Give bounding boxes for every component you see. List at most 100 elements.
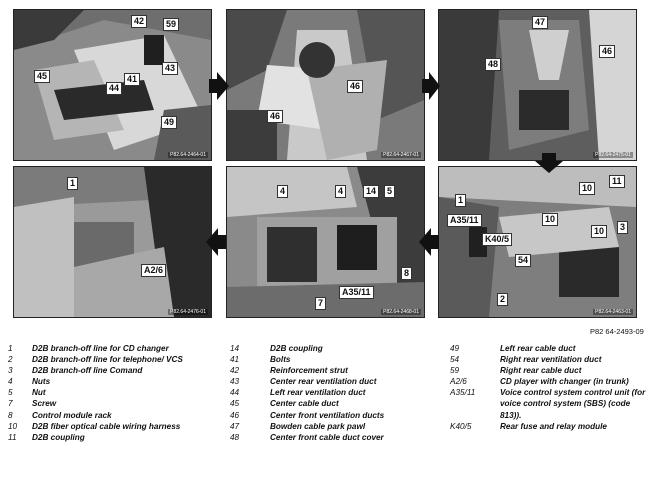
legend-text: Control module rack [32, 410, 112, 420]
callout-43: 43 [162, 62, 179, 75]
legend-key: 54 [450, 355, 460, 365]
callout-K40-5: K40/5 [482, 233, 513, 246]
legend-item: K40/5 Rear fuse and relay module [450, 421, 648, 432]
legend-text: Bolts [270, 355, 291, 365]
callout-3: 3 [617, 221, 629, 234]
callout-11: 11 [609, 175, 625, 188]
photo-trunk-cd-changer: 1 A2/6 P82.64-2476-01 [13, 166, 212, 318]
photo-reference: P82.64-2476-01 [168, 309, 208, 315]
photo-trunk-floor-ducts: 42 59 41 43 45 44 49 P82.64-2464-01 [13, 9, 212, 161]
callout-A35-11: A35/11 [339, 286, 374, 299]
callout-46-upper: 46 [347, 80, 364, 93]
legend-text: Reinforcement strut [270, 366, 348, 376]
callout-42: 42 [131, 15, 148, 28]
legend-key: 46 [230, 410, 240, 420]
legend-key: A2/6 [450, 377, 467, 387]
callout-41: 41 [124, 73, 141, 86]
callout-4-left: 4 [277, 185, 289, 198]
legend-text: D2B branch-off line for telephone/ VCS [32, 355, 183, 365]
callout-2: 2 [497, 293, 509, 306]
legend-key: 48 [230, 432, 240, 442]
legend-item: 49 Left rear cable duct [450, 343, 648, 354]
callout-46-lower: 46 [267, 110, 284, 123]
legend-item: 4 Nuts [8, 376, 208, 387]
legend-text: Nuts [32, 377, 51, 387]
callout-1: 1 [455, 194, 467, 207]
legend-key: 45 [230, 399, 240, 409]
photo-image [14, 167, 211, 317]
legend-text: Right rear ventilation duct [500, 355, 602, 365]
legend-text: Right rear cable duct [500, 366, 582, 376]
legend-key: 1 [8, 344, 13, 353]
callout-A2-6: A2/6 [141, 264, 167, 277]
legend-item: A2/6 CD player with changer (in trunk) [450, 376, 648, 387]
legend-text: D2B branch-off line Comand [32, 366, 143, 376]
legend-text: Left rear cable duct [500, 344, 576, 353]
legend-key: 7 [8, 399, 13, 409]
photo-reference: P82.64-2463-01 [593, 309, 633, 315]
legend-key: 11 [8, 432, 17, 442]
callout-A35-11: A35/11 [447, 214, 482, 227]
photo-image [439, 10, 636, 160]
legend-key: 10 [8, 421, 18, 431]
legend-item: 46 Center front ventilation ducts [230, 410, 440, 421]
arrow-down [535, 153, 563, 173]
legend-key: 49 [450, 344, 460, 353]
legend-text: Center front cable duct cover [270, 432, 384, 442]
legend-text: Center rear ventilation duct [270, 377, 377, 387]
legend-item: 8 Control module rack [8, 410, 208, 421]
legend-item: 42 Reinforcement strut [230, 365, 440, 376]
legend-key: A35/11 [450, 388, 476, 398]
legend-key: K40/5 [450, 421, 472, 431]
legend-key: 4 [8, 377, 13, 387]
legend-key: 44 [230, 388, 240, 398]
photo-reference: P82.64-2467-01 [381, 152, 421, 158]
legend-key: 42 [230, 366, 240, 376]
photo-center-console-ducts: 46 46 P82.64-2467-01 [226, 9, 425, 161]
callout-59: 59 [163, 18, 180, 31]
photo-reference: P82.64-2475-01 [593, 152, 633, 158]
callout-1: 1 [67, 177, 79, 190]
legend-key: 43 [230, 377, 240, 387]
legend-key: 14 [230, 344, 240, 353]
callout-4-right: 4 [335, 185, 347, 198]
figure-reference: P82 64-2493-09 [590, 327, 644, 336]
legend-text: D2B coupling [270, 344, 323, 353]
legend-item: 44 Left rear ventilation duct [230, 387, 440, 398]
legend-key: 8 [8, 410, 13, 420]
legend-text: D2B branch-off line for CD changer [32, 344, 169, 353]
callout-7: 7 [315, 297, 327, 310]
legend-text: D2B coupling [32, 432, 85, 442]
photo-image [227, 10, 424, 160]
arrow-left-1 [419, 228, 439, 256]
legend-item: 45 Center cable duct [230, 398, 440, 409]
legend-text: Nut [32, 388, 46, 398]
photo-front-tunnel: 47 48 46 P82.64-2475-01 [438, 9, 637, 161]
callout-5: 5 [384, 185, 396, 198]
legend-item: 48 Center front cable duct cover [230, 432, 440, 443]
legend-text: Left rear ventilation duct [270, 388, 366, 398]
callout-10-top: 10 [579, 182, 596, 195]
legend-text: Center cable duct [270, 399, 339, 409]
callout-48: 48 [485, 58, 502, 71]
legend-text: Center front ventilation ducts [270, 410, 385, 420]
photo-fiber-optic-harness: 1 10 11 10 3 10 A35/11 K40/5 54 2 P82.64… [438, 166, 637, 318]
callout-44: 44 [106, 82, 123, 95]
callout-54: 54 [515, 254, 532, 267]
legend-column-3: 49 Left rear cable duct 54 Right rear venti… [450, 343, 648, 432]
arrow-left-2 [206, 228, 226, 256]
legend-item: 14 D2B coupling [230, 343, 440, 354]
callout-10-middle: 10 [542, 213, 559, 226]
legend-text: CD player with changer (in trunk) [500, 377, 629, 387]
legend-text: Rear fuse and relay module [500, 421, 607, 431]
photo-reference: P82.64-2468-01 [381, 309, 421, 315]
